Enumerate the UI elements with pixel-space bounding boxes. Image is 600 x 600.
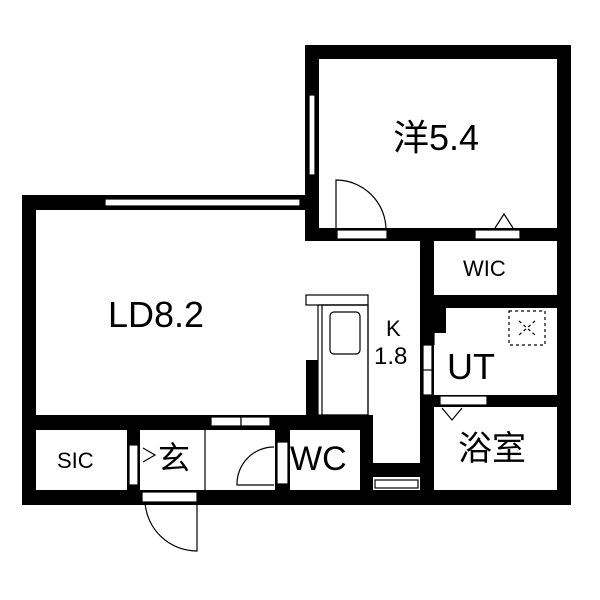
room-label-kitchen-size: 1.8 (374, 343, 408, 370)
room-label-ut: UT (447, 346, 495, 387)
room-label-entrance: 玄 (158, 440, 191, 476)
western-door-swing (335, 179, 387, 231)
room-label-kitchen: K (386, 316, 401, 341)
ld-window (104, 198, 301, 207)
western-window (308, 94, 316, 176)
room-label-wic: WIC (463, 256, 506, 281)
entrance-door-opening (141, 491, 198, 503)
room-label-sic: SIC (57, 448, 94, 473)
room-label-ld: LD8.2 (108, 294, 205, 335)
room-label-wc: WC (290, 440, 347, 478)
door-swings (142, 179, 546, 552)
western-door-opening (336, 229, 388, 240)
entrance-door-swing (144, 501, 198, 552)
bath-door-opening (439, 395, 488, 406)
wic-door-opening (474, 229, 521, 240)
wc-door-swing (236, 446, 275, 486)
room-label-bath: 浴室 (458, 430, 526, 468)
bath-door-marker (441, 407, 463, 421)
entrance-step-marker (142, 447, 157, 463)
washer-pan-icon (508, 310, 546, 346)
sink-icon (329, 311, 361, 355)
room-label-western: 洋5.4 (393, 117, 480, 158)
wic-door-marker (494, 212, 514, 229)
